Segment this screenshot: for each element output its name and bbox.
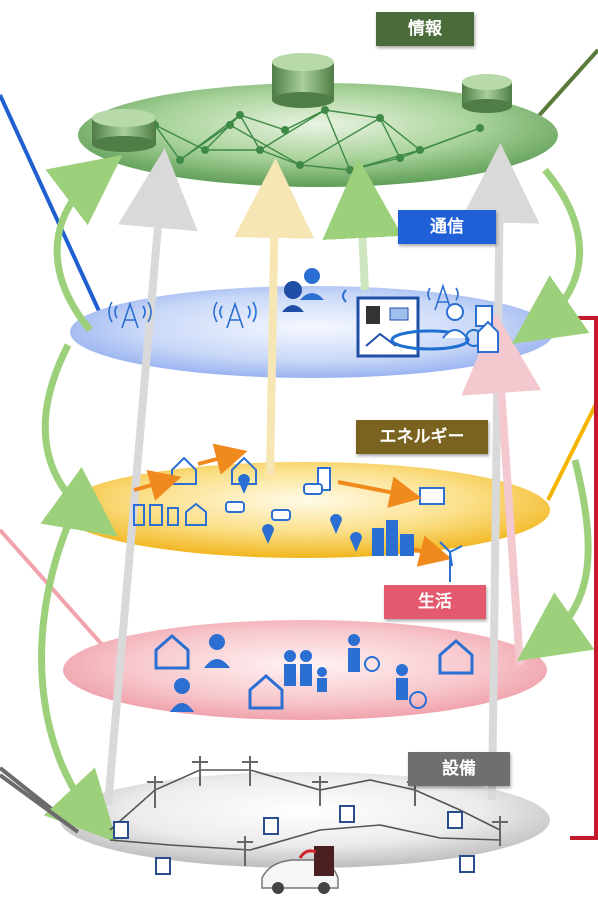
life-house-icons [154, 634, 474, 710]
wind-turbine-icon [439, 541, 463, 582]
life-people-icons [170, 634, 427, 712]
info-layer-disc [78, 83, 558, 187]
info-leader-line [533, 48, 598, 122]
equip-layer-label: 設備 [408, 752, 510, 786]
equip-leader-extension [0, 773, 80, 834]
energy-storage-icons [225, 467, 445, 521]
database-cylinder-icons [92, 53, 512, 152]
energy-layer-disc [60, 462, 550, 558]
life-layer-label: 生活 [384, 585, 486, 619]
ev-charging-icon [261, 846, 339, 894]
location-pin-icons [238, 474, 362, 552]
vertical-arrows [104, 143, 542, 806]
antenna-icons [108, 283, 459, 329]
comm-people-icon [282, 268, 347, 312]
doctor-hospital-icon [442, 303, 499, 353]
comm-layer-label: 通信 [398, 210, 496, 244]
energy-leader-line [546, 399, 598, 501]
smart-meter-icons [113, 805, 475, 875]
energy-layer-label: エネルギー [356, 420, 488, 454]
info-layer-label: 情報 [376, 12, 474, 46]
monitor-panel-icon [356, 296, 483, 358]
side-curved-arrows [38, 155, 595, 843]
factory-icon [372, 520, 414, 556]
life-leader-line [0, 528, 107, 650]
comm-layer-disc [70, 286, 554, 378]
